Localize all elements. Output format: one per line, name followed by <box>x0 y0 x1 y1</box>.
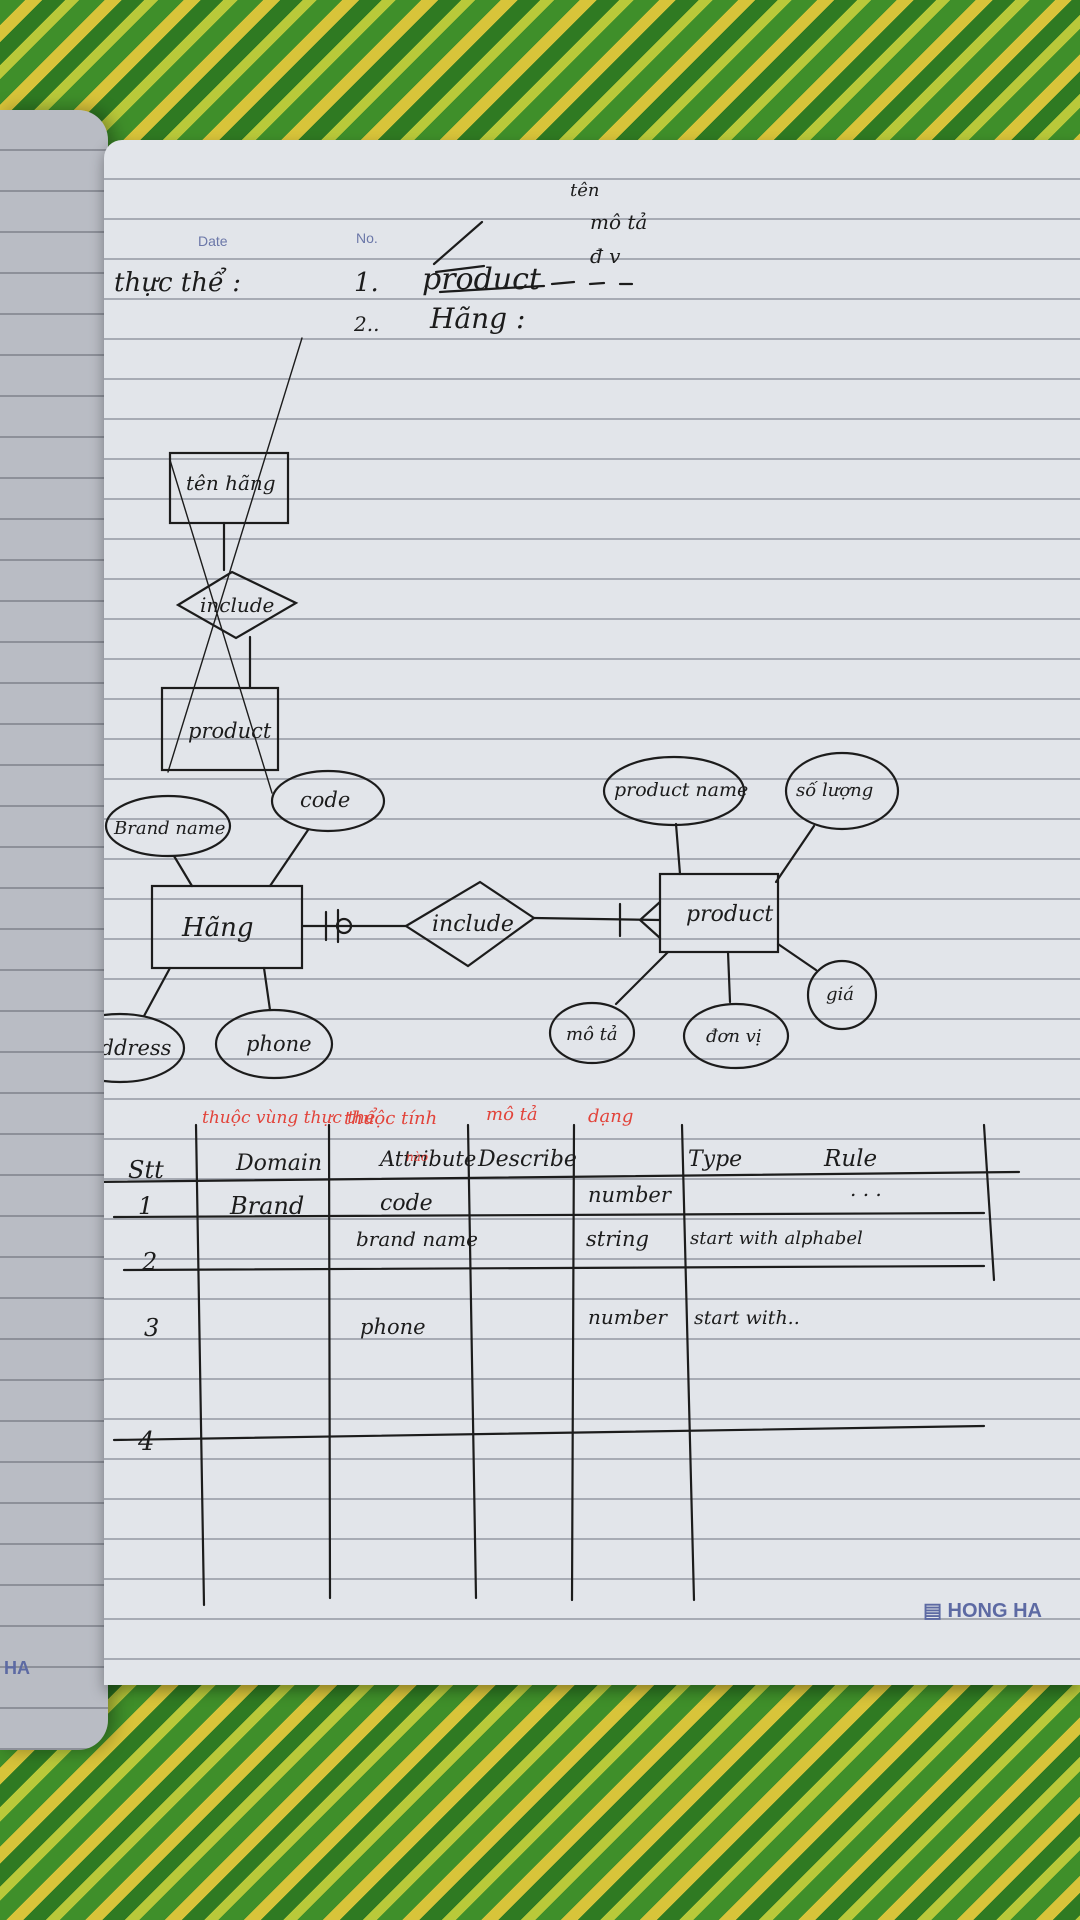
crossed-entity-top-box <box>168 451 290 525</box>
crow-foot <box>638 900 662 940</box>
row3-attribute: phone <box>360 1315 426 1339</box>
row2-attribute: brand name <box>356 1227 478 1251</box>
row1-attribute: code <box>380 1191 433 1216</box>
row2-rule: start with alphabel <box>690 1228 863 1249</box>
attr-so-luong-link <box>774 824 816 884</box>
branch-mo-ta: mô tả <box>590 210 648 234</box>
attr-address-label: address <box>104 1036 172 1060</box>
table-col-line-2 <box>327 1123 332 1600</box>
table-row-line-1 <box>112 1211 986 1219</box>
notebook-page: Date No. thực thể : 1. product 2.. Hãng … <box>104 140 1080 1685</box>
row4-stt: 4 <box>137 1427 155 1457</box>
attr-code-link <box>268 828 310 888</box>
row1-rule: . . . <box>850 1177 882 1201</box>
row3-rule: start with.. <box>694 1307 800 1329</box>
attr-product-name-label: product name <box>614 779 748 801</box>
annotation-domain: thuộc vùng thực thể <box>202 1108 376 1128</box>
table-header-line <box>104 1170 1021 1183</box>
attr-gia-link <box>776 942 818 972</box>
annotation-nao: nào <box>406 1150 429 1164</box>
date-label: Date <box>198 233 228 249</box>
left-page-brand: HA <box>4 1658 30 1678</box>
attr-gia-ellipse <box>806 959 878 1031</box>
item-2-text: Hãng : <box>430 302 526 335</box>
diagram-canvas: tên hãng include product Hãng Brand name… <box>104 220 1021 1607</box>
table-col-line-3 <box>466 1123 478 1600</box>
th-type-lbl: Type <box>688 1147 742 1172</box>
item-2-number: 2.. <box>354 312 380 336</box>
row2-type: string <box>586 1227 649 1251</box>
notebook-brand: ▤ HONG HA <box>923 1600 1042 1622</box>
attr-brand-name-link <box>172 854 194 888</box>
row1-domain: Brand <box>229 1192 304 1220</box>
notebook-brand-text: HONG HA <box>947 1600 1042 1622</box>
branch-stroke-3 <box>438 280 634 294</box>
attr-phone-label: phone <box>246 1032 312 1056</box>
attr-mo-ta-label: mô tả <box>566 1024 618 1045</box>
attr-mo-ta-ellipse <box>548 1001 636 1065</box>
th-describe: Describe <box>477 1147 577 1172</box>
attr-address-link <box>142 966 172 1018</box>
annotation-type: dạng <box>588 1106 634 1127</box>
cross-line-2 <box>167 337 303 773</box>
attr-so-luong-ellipse <box>784 751 900 831</box>
entity-hang-label: Hãng <box>181 913 254 943</box>
attr-mo-ta-link <box>614 950 670 1006</box>
zero-or-one-circle <box>335 917 353 935</box>
row3-stt: 3 <box>144 1314 159 1342</box>
annotation-describe: mô tả <box>486 1104 538 1125</box>
attr-phone-ellipse <box>214 1008 334 1080</box>
attr-address-ellipse <box>104 1012 186 1084</box>
crossed-relation-diamond <box>175 570 299 640</box>
attr-gia-label: giá <box>826 984 854 1005</box>
table-row-line-2 <box>122 1264 986 1272</box>
attr-brand-name-label: Brand name <box>113 818 225 839</box>
attr-code-ellipse <box>270 769 386 833</box>
branch-ten: tên <box>570 180 600 201</box>
attr-don-vi-ellipse <box>682 1002 790 1070</box>
attr-don-vi-link <box>726 950 732 1004</box>
attr-brand-name-ellipse <box>104 794 232 858</box>
row3-type: number <box>588 1305 668 1329</box>
entities-heading: thực thể : <box>114 268 241 298</box>
table-col-line-6 <box>982 1123 996 1282</box>
branch-stroke-1 <box>432 220 484 266</box>
th-rule: Rule <box>823 1146 877 1172</box>
crossed-entity-bottom-box <box>160 686 280 772</box>
attr-product-name-ellipse <box>602 755 746 827</box>
cross-line-1 <box>169 459 273 794</box>
th-attribute: Attribute <box>378 1147 476 1171</box>
left-notebook-page <box>0 110 108 1750</box>
table-row-line-3 <box>112 1424 986 1442</box>
crossed-top-label: tên hãng <box>186 471 276 495</box>
attr-code-label: code <box>300 788 350 812</box>
row2-stt: 2 <box>141 1248 157 1276</box>
th-domain: Domain <box>235 1151 322 1176</box>
entity-product-label: product <box>686 902 773 927</box>
table-col-line-5 <box>680 1123 696 1602</box>
attr-product-name-link <box>674 822 682 876</box>
row1-type: number <box>588 1183 673 1207</box>
annotation-attribute: thuộc tính <box>344 1108 438 1129</box>
table-col-line-4 <box>570 1123 576 1602</box>
entity-product-box <box>658 872 780 954</box>
number-label: No. <box>356 230 378 246</box>
relation-label: include <box>432 912 514 937</box>
attr-phone-link <box>262 966 272 1012</box>
table-col-line-1 <box>194 1123 206 1607</box>
branch-stroke-2 <box>434 264 486 274</box>
item-1-number: 1. <box>354 268 379 298</box>
crossed-bottom-label: product <box>188 719 272 743</box>
row1-stt: 1 <box>138 1192 153 1220</box>
branch-dv: đ v <box>590 244 621 268</box>
crossed-relation-label: include <box>200 593 274 617</box>
th-stt: Stt <box>128 1156 164 1184</box>
attr-don-vi-label: đơn vị <box>706 1026 762 1047</box>
attr-so-luong-label: số lượng <box>796 780 873 801</box>
